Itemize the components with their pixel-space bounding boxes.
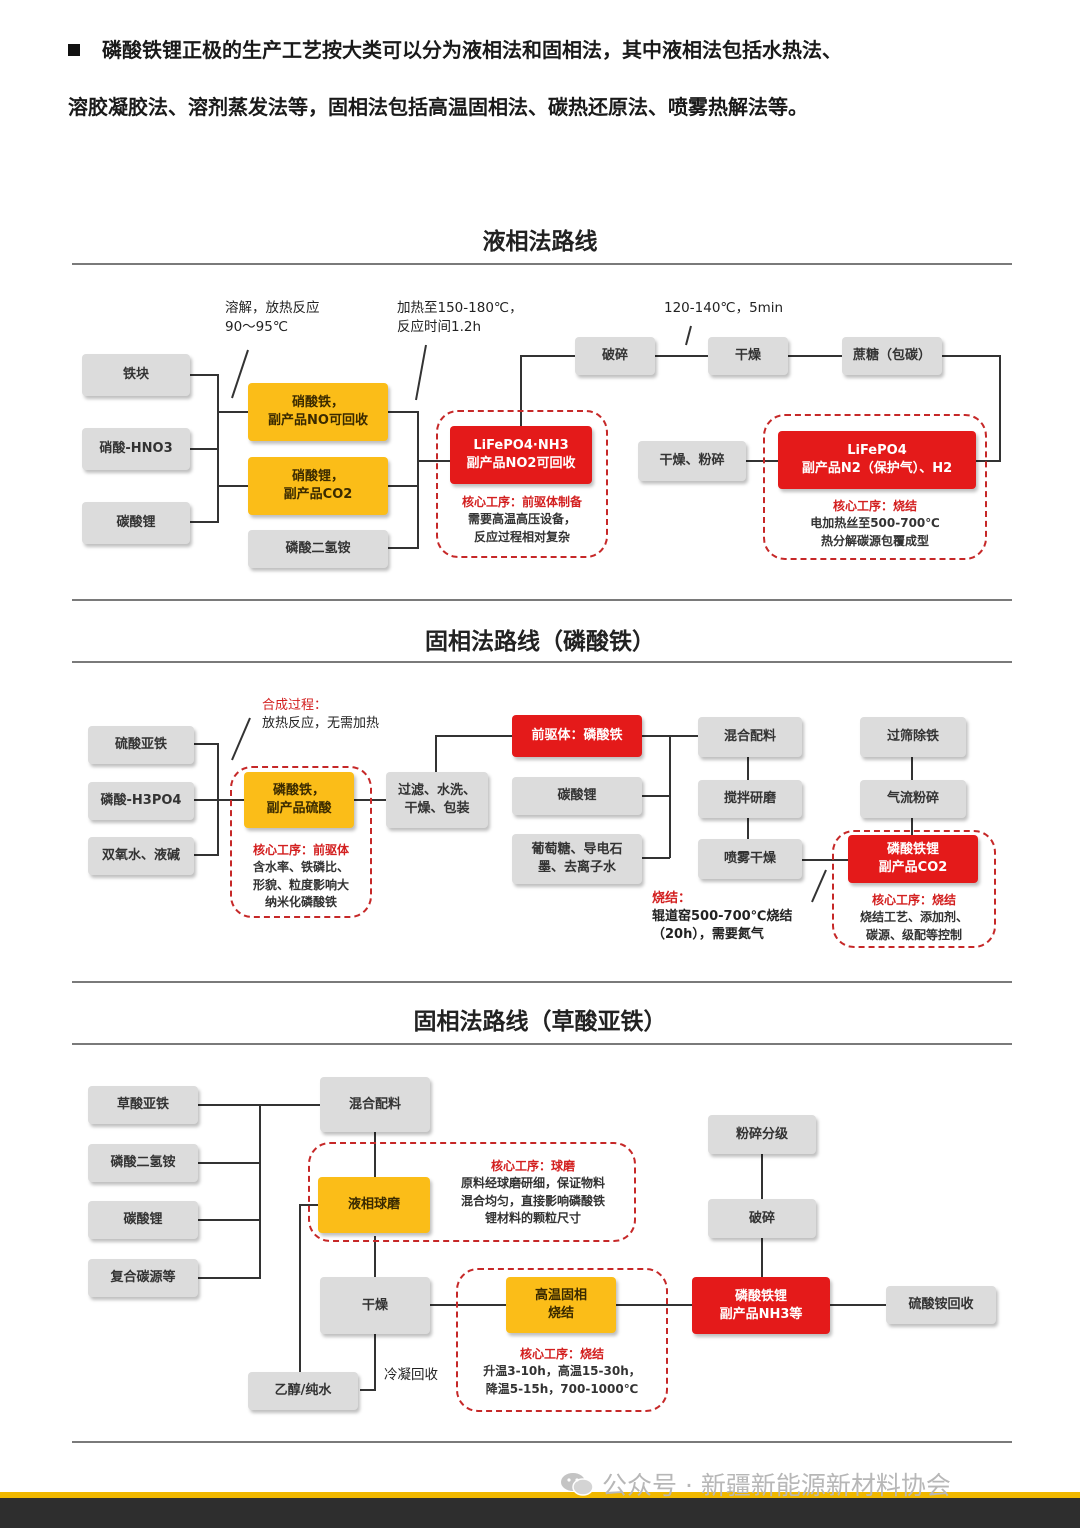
core-process-label: 核心工序：烧结 [871, 893, 956, 907]
synthesis-desc: 放热反应，无需加热 [262, 716, 380, 732]
core-process-label: 核心工序：前驱体 [252, 843, 349, 857]
core-process-note: 核心工序：球磨原料经球磨研细，保证物料 混合均匀，直接影响磷酸铁 锂材料的颗粒尺… [440, 1158, 626, 1228]
core-process-frame [456, 1268, 668, 1412]
divider [72, 599, 1012, 601]
grind-box: 搅拌研磨 [698, 780, 802, 818]
core-process-desc: 含水率、铁磷比、 形貌、粒度影响大 纳米化磷酸铁 [252, 860, 349, 910]
mix-box: 混合配料 [698, 717, 802, 757]
glucose-graphite-box: 葡萄糖、导电石 墨、去离子水 [512, 834, 642, 884]
dry-box: 干燥 [708, 337, 788, 375]
input-adp: 磷酸二氢铵 [88, 1144, 198, 1182]
iron-phosphate-box: 磷酸铁， 副产品硫酸 [244, 772, 354, 828]
synthesis-annotation: 合成过程： 放热反应，无需加热 [262, 697, 379, 733]
core-process-note: 核心工序：烧结烧结工艺、添加剂、 碳源、级配等控制 [834, 892, 994, 944]
annotation-dissolve: 溶解，放热反应 90～95℃ [225, 300, 320, 335]
core-process-frame [436, 410, 608, 558]
core-process-desc: 电加热丝至500-700℃ 热分解碳源包覆成型 [810, 516, 940, 548]
crush-box: 破碎 [708, 1199, 816, 1238]
condense-recovery-label: 冷凝回收 [384, 1367, 438, 1383]
input-carbon-source: 复合碳源等 [88, 1259, 198, 1297]
intro-line-2: 溶胶凝胶法、溶剂蒸发法等，固相法包括高温固相法、碳热还原法、喷雾热解法等。 [68, 95, 808, 119]
precursor-box: 前驱体：磷酸铁 [512, 715, 642, 757]
bullet-square-icon [68, 43, 80, 56]
sinter-desc: 辊道窑500-700℃烧结 （20h），需要氮气 [652, 909, 793, 943]
input-peroxide-lye: 双氧水、液碱 [88, 837, 194, 875]
annotation-heating: 加热至150-180℃， 反应时间1.2h [397, 300, 523, 335]
core-process-desc: 需要高温高压设备， 反应过程相对复杂 [467, 512, 576, 544]
intro-line-1: 磷酸铁锂正极的生产工艺按大类可以分为液相法和固相法，其中液相法包括水热法、 [68, 34, 842, 63]
input-phosphoric-acid: 磷酸-H3PO4 [88, 782, 194, 820]
core-process-label: 核心工序：烧结 [832, 499, 917, 513]
core-process-note: 核心工序：烧结升温3-10h，高温15-30h， 降温5-15h，700-100… [458, 1346, 666, 1398]
core-process-note: 核心工序：前驱体含水率、铁磷比、 形貌、粒度影响大 纳米化磷酸铁 [232, 842, 370, 912]
divider [72, 1441, 1012, 1443]
lifepo4-box: LiFePO4 副产品N2（保护气）、H2 [778, 431, 976, 489]
core-process-desc: 升温3-10h，高温15-30h， 降温5-15h，700-1000℃ [483, 1364, 641, 1396]
input-lithium-carbonate: 碳酸锂 [88, 1201, 198, 1239]
divider [72, 263, 1012, 265]
input-ferrous-oxalate: 草酸亚铁 [88, 1086, 198, 1124]
high-temp-sinter-box: 高温固相 烧结 [506, 1277, 616, 1333]
crush-box: 破碎 [575, 337, 655, 375]
section-title-solid-ferrous-oxalate: 固相法路线（草酸亚铁） [413, 1009, 667, 1035]
dry-crush-box: 干燥、粉碎 [638, 441, 746, 481]
watermark-text: 公众号 · 新疆新能源新材料协会 [602, 1471, 951, 1500]
jet-mill-box: 气流粉碎 [860, 780, 966, 818]
ammonium-sulfate-box: 硫酸铵回收 [886, 1286, 996, 1324]
ball-mill-box: 液相球磨 [318, 1177, 430, 1233]
core-process-desc: 原料经球磨研细，保证物料 混合均匀，直接影响磷酸铁 锂材料的颗粒尺寸 [460, 1176, 605, 1226]
divider [72, 1043, 1012, 1045]
lfp-nh3-box: LiFePO4·NH3 副产品NO2可回收 [450, 426, 592, 484]
divider [72, 661, 1012, 663]
spray-dry-box: 喷雾干燥 [698, 839, 802, 879]
lfp-nh3-box: 磷酸铁锂 副产品NH3等 [692, 1277, 830, 1334]
input-iron-block: 铁块 [82, 354, 190, 396]
section-title-solid-iron-phosphate: 固相法路线（磷酸铁） [425, 629, 655, 655]
annotation-drying-temp: 120-140℃，5min [664, 300, 784, 316]
section-title-liquid: 液相法路线 [482, 229, 598, 255]
sinter-label: 烧结： [652, 891, 692, 906]
sieve-iron-box: 过筛除铁 [860, 717, 966, 757]
dry-box: 干燥 [320, 1277, 430, 1334]
footer-accent-bar [0, 1492, 1080, 1498]
input-ferrous-sulfate: 硫酸亚铁 [88, 726, 194, 764]
lfp-co2-box: 磷酸铁锂 副产品CO2 [848, 835, 978, 883]
classify-box: 粉碎分级 [708, 1115, 816, 1154]
core-process-label: 核心工序：烧结 [519, 1347, 604, 1361]
core-process-label: 核心工序：球磨 [490, 1159, 575, 1173]
footer-dark-bar [0, 1498, 1080, 1528]
core-process-note: 核心工序：烧结电加热丝至500-700℃ 热分解碳源包覆成型 [765, 498, 985, 550]
ferric-nitrate-box: 硝酸铁， 副产品NO可回收 [248, 383, 388, 441]
lithium-nitrate-box: 硝酸锂， 副产品CO2 [248, 457, 388, 515]
input-nitric-acid: 硝酸-HNO3 [82, 428, 190, 470]
sinter-annotation: 烧结： 辊道窑500-700℃烧结 （20h），需要氮气 [652, 890, 792, 945]
core-process-note: 核心工序：前驱体制备需要高温高压设备， 反应过程相对复杂 [438, 494, 606, 546]
input-lithium-carbonate: 碳酸锂 [82, 502, 190, 544]
core-process-desc: 烧结工艺、添加剂、 碳源、级配等控制 [859, 910, 968, 942]
core-process-frame [832, 830, 996, 948]
ethanol-water-box: 乙醇/纯水 [248, 1372, 358, 1410]
divider [72, 981, 1012, 983]
lithium-carbonate-box: 碳酸锂 [512, 777, 642, 815]
core-process-frame [230, 766, 372, 918]
core-process-frame [763, 414, 987, 560]
mix-box: 混合配料 [320, 1077, 430, 1132]
sucrose-coating-box: 蔗糖（包碳） [842, 337, 942, 375]
core-process-label: 核心工序：前驱体制备 [461, 495, 582, 509]
ammonium-dihydrogen-phosphate-box: 磷酸二氢铵 [248, 530, 388, 568]
wechat-icon [561, 1473, 594, 1496]
synthesis-label: 合成过程： [262, 698, 328, 713]
watermark: 公众号 · 新疆新能源新材料协会 [560, 1466, 951, 1502]
core-process-frame [308, 1142, 636, 1242]
filter-wash-box: 过滤、水洗、 干燥、包装 [386, 772, 488, 828]
